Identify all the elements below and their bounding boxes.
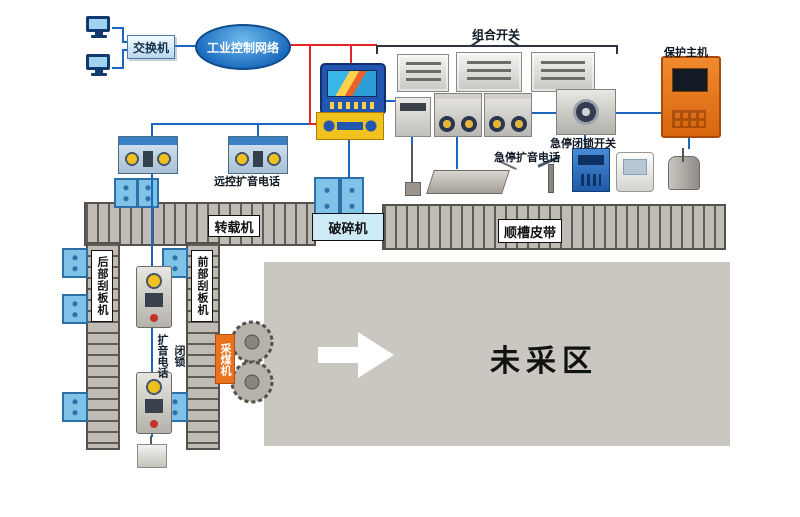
computer-icon [86,54,112,79]
interlock-phone-device [136,372,172,434]
trunk-belt-label: 顺槽皮带 [498,219,562,243]
computer-base [91,35,107,38]
computer-screen [86,54,110,70]
computer-base [91,73,107,76]
telephone-base-device [316,112,384,140]
protection-host-label: 保护主机 [664,46,708,59]
pump-device [572,148,610,192]
combo-switch-cabinet [456,52,522,92]
computer-stand [95,32,103,35]
remote-phone-label: 远控扩音电话 [214,175,280,188]
interlock-phone-device [136,266,172,328]
combo-switch-cabinet [531,52,595,92]
computer-stand [95,70,103,73]
interlock-phone-label: 闭锁 扩音电话 [152,326,188,386]
protection-host-screen [672,68,708,92]
red-wires [287,44,377,125]
saw-blade-icon [230,320,274,404]
unmined-area: 未采区 [264,262,730,446]
sensor-canister-device [668,148,700,190]
antenna-device [404,144,421,196]
protection-host-cabinet [661,56,721,138]
control-station-keys [330,102,374,109]
unmined-area-label: 未采区 [490,344,598,379]
wireless-node-device [137,436,167,468]
computer-icon [86,16,112,41]
emergency-interlock-label: 急停闭锁开关 [550,137,616,150]
flameproof-device [434,93,482,137]
combo-switch-label: 组合开关 [472,28,521,42]
support-unit [62,248,88,278]
industrial-control-network: 工业控制网络 [195,24,291,70]
arrow-right-icon [318,332,394,378]
transfer-conveyor [84,202,316,246]
computer-screen [86,16,110,32]
valve-device [538,158,562,193]
support-unit [62,392,88,422]
transfer-machine-label: 转载机 [208,215,260,237]
blue-wires [112,27,690,437]
rear-scraper-label: 后部刮板机 [91,250,113,322]
control-station-screen [327,70,377,97]
crusher-drive-unit [340,177,364,219]
emergency-interlock-switch-device [556,89,616,135]
loudspeaker-phone [228,136,288,174]
controller-device [616,152,654,192]
bracket-lines [376,39,618,54]
flameproof-device [484,93,532,137]
shearer-label: 采煤机 [215,334,235,384]
support-unit [62,294,88,324]
crusher-label: 破碎机 [312,213,384,241]
sled-device [426,170,510,194]
combo-switch-cabinet [397,54,449,92]
control-station [320,63,386,115]
front-scraper-label: 前部刮板机 [191,250,213,322]
loudspeaker-phone [118,136,178,174]
interlock-phone-label-line1: 闭锁 [173,345,186,367]
interlock-phone-label-line2: 扩音电话 [156,334,169,378]
emergency-phone-label: 急停扩音电话 [494,151,560,164]
substation-device [395,97,431,137]
network-switch: 交换机 [127,35,175,59]
